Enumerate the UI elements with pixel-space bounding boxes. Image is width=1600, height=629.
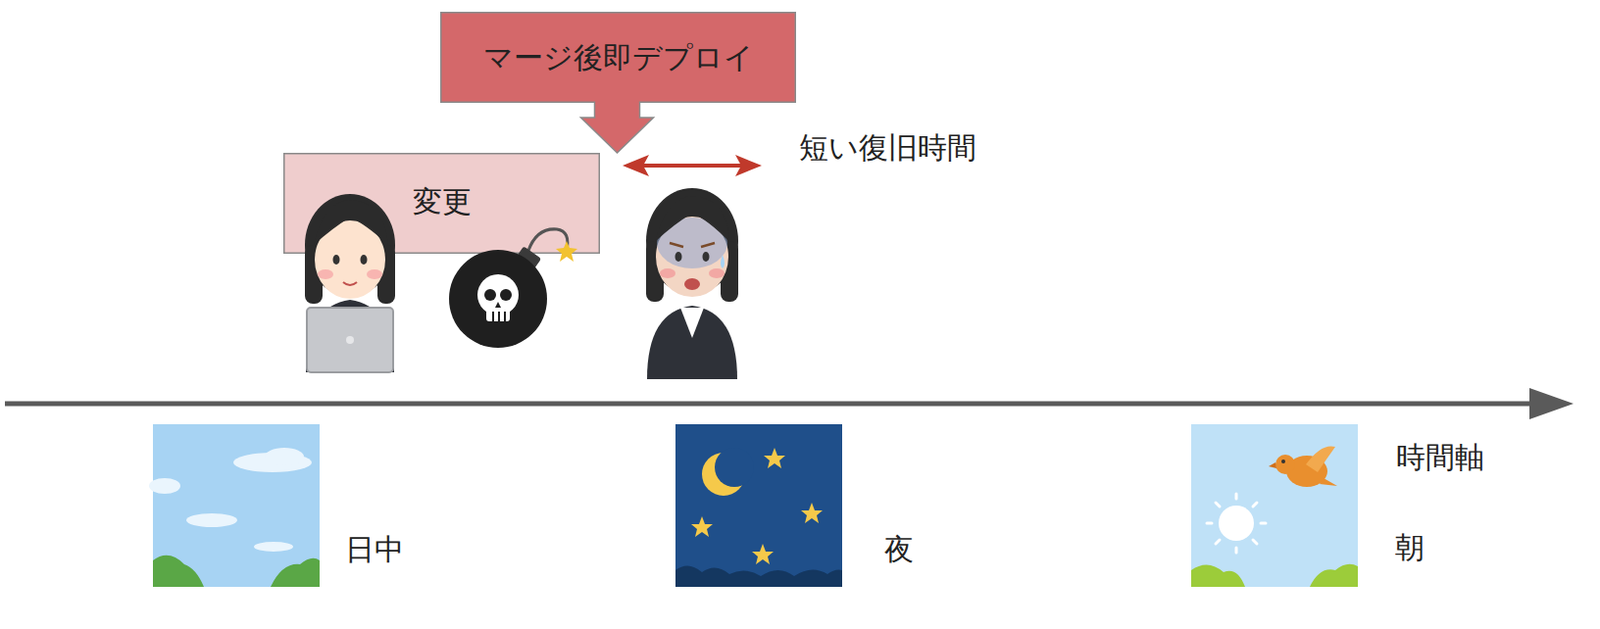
box-text: マージ後即デプロイ — [483, 40, 754, 76]
day-sky — [149, 424, 320, 588]
arrow-joint — [595, 100, 640, 104]
axis-label: 時間軸 — [1396, 440, 1485, 476]
bomb — [449, 229, 578, 349]
morning-sky — [1191, 424, 1358, 588]
change-box: 変更 — [283, 152, 600, 254]
deploy-arrow — [581, 100, 654, 153]
time-axis-head — [1529, 388, 1574, 420]
worried-woman — [646, 188, 739, 380]
time-axis — [4, 401, 1535, 407]
deploy-box: マージ後即デプロイ — [440, 11, 797, 103]
recovery-arrow — [622, 154, 762, 177]
deploy-box-outline — [441, 12, 797, 103]
box-text: 変更 — [412, 184, 472, 220]
day-label: 日中 — [345, 532, 404, 568]
recovery-label: 短い復旧時間 — [799, 130, 977, 166]
night-sky — [675, 424, 843, 588]
night-label: 夜 — [884, 532, 914, 568]
morning-label: 朝 — [1395, 530, 1425, 566]
working-woman — [304, 194, 396, 373]
box-layer — [284, 12, 797, 254]
